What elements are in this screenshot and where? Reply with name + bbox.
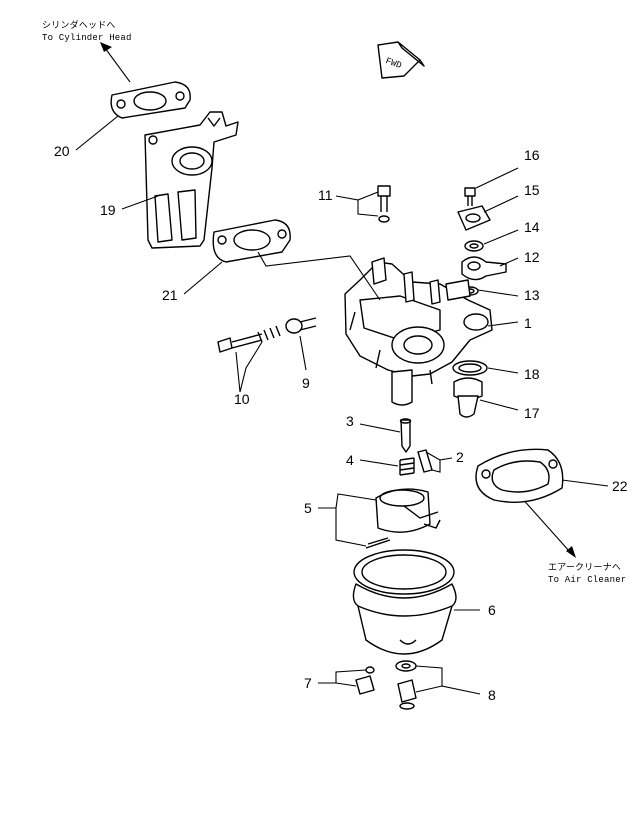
callout-13: 13 — [524, 287, 540, 303]
callout-18: 18 — [524, 366, 540, 382]
part-10-pilot-screw — [217, 325, 281, 353]
arrowhead-air-cleaner — [566, 546, 576, 558]
part-11-screw — [377, 185, 391, 223]
part-3-float-needle — [399, 418, 412, 453]
part-22-gasket — [475, 448, 564, 503]
callout-numbers: 20 19 21 11 16 15 14 12 13 1 18 17 10 9 … — [54, 143, 628, 703]
part-2-clip — [417, 449, 433, 473]
callout-10: 10 — [234, 391, 250, 407]
part-19-insulator — [144, 111, 239, 249]
callout-17: 17 — [524, 405, 540, 421]
part-1-carburetor-body — [344, 257, 493, 406]
callout-22: 22 — [612, 478, 628, 494]
arrow-to-cylinder-head — [104, 47, 131, 83]
callout-5: 5 — [304, 500, 312, 516]
callout-16: 16 — [524, 147, 540, 163]
note-air-cleaner-jp: エアークリーナへ — [548, 562, 621, 573]
callout-20: 20 — [54, 143, 70, 159]
callout-14: 14 — [524, 219, 540, 235]
callout-8: 8 — [488, 687, 496, 703]
callout-7: 7 — [304, 675, 312, 691]
leader-lines — [75, 115, 609, 695]
part-17-filter — [453, 377, 483, 418]
part-6-float-bowl — [352, 549, 457, 655]
arrow-to-air-cleaner — [519, 495, 571, 553]
part-9-throttle-screw — [285, 317, 317, 334]
part-4-spring — [399, 457, 415, 476]
callout-2: 2 — [456, 449, 464, 465]
part-20-gasket — [110, 81, 191, 119]
part-5-float — [365, 488, 441, 549]
callout-4: 4 — [346, 452, 354, 468]
callout-11: 11 — [318, 187, 333, 203]
callout-19: 19 — [100, 202, 116, 218]
arrowhead-cylinder-head — [100, 42, 112, 52]
part-15-plate — [457, 205, 491, 231]
part-7-drain-screw — [355, 666, 375, 695]
callout-12: 12 — [524, 249, 540, 265]
callout-3: 3 — [346, 413, 354, 429]
part-14-washer — [464, 240, 484, 252]
callout-21: 21 — [162, 287, 178, 303]
callout-15: 15 — [524, 182, 540, 198]
callout-9: 9 — [302, 375, 310, 391]
part-16-screw — [464, 187, 476, 206]
part-8-bolt — [395, 660, 417, 710]
part-21-gasket — [212, 219, 291, 263]
part-18-oring — [452, 360, 488, 376]
note-air-cleaner-en: To Air Cleaner — [548, 575, 626, 585]
note-cylinder-head-en: To Cylinder Head — [42, 33, 132, 43]
callout-6: 6 — [488, 602, 496, 618]
note-cylinder-head-jp: シリンダヘッドへ — [42, 19, 116, 31]
callout-1: 1 — [524, 315, 532, 331]
part-12-lever — [461, 256, 507, 281]
fwd-indicator: FWD — [377, 41, 425, 79]
